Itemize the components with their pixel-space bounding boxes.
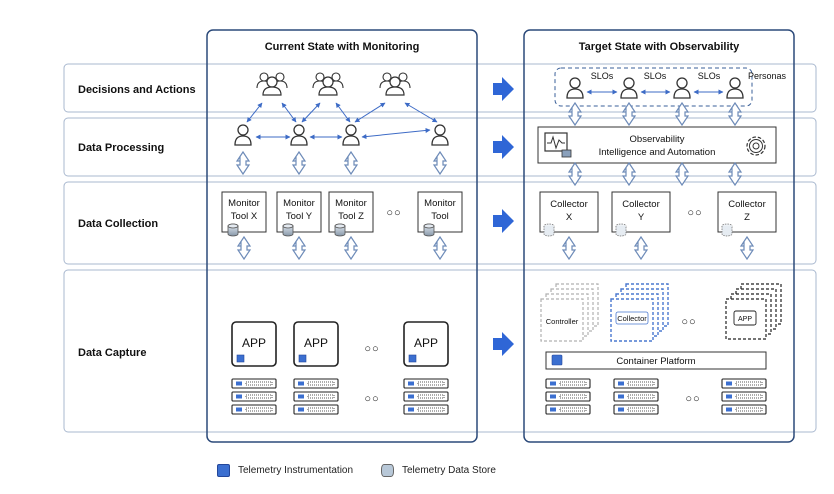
current-app-1: APP	[231, 321, 277, 367]
app-badge	[733, 310, 757, 326]
current-app-3: APP	[403, 321, 449, 367]
svg-text:Monitor: Monitor	[283, 198, 315, 209]
target-app-label: APP	[738, 316, 752, 323]
controller-stack	[540, 283, 599, 342]
personas-label: Personas	[748, 71, 787, 81]
data-store-icon	[334, 223, 346, 237]
current-state-frame	[206, 29, 478, 443]
row-label-decisions: Decisions and Actions	[78, 84, 196, 96]
transition-arrow-icon	[493, 135, 514, 159]
svg-text:Tool Z: Tool Z	[338, 211, 364, 222]
data-store-icon	[543, 223, 555, 237]
instrumentation-icon	[236, 354, 245, 363]
slo-label-1: SLOs	[591, 71, 614, 81]
collector-badge	[615, 311, 649, 325]
collector-x: Collector X	[539, 191, 599, 237]
svg-text:APP: APP	[414, 336, 438, 350]
container-platform: Container Platform	[545, 351, 767, 370]
svg-text:Monitor: Monitor	[424, 198, 456, 209]
svg-text:APP: APP	[242, 336, 266, 350]
instrumentation-icon	[551, 354, 563, 366]
data-store-icon	[721, 223, 733, 237]
current-app-ellipsis: ○○	[364, 343, 379, 355]
svg-text:Intelligence and Automation: Intelligence and Automation	[599, 147, 716, 158]
svg-text:X: X	[566, 212, 573, 223]
monitor-tool-z: Monitor Tool Z	[328, 191, 374, 237]
monitor-tool: Monitor Tool	[417, 191, 463, 237]
target-state-frame	[523, 29, 795, 443]
row-label-processing: Data Processing	[78, 142, 164, 154]
svg-text:Z: Z	[744, 212, 750, 223]
svg-text:Collector: Collector	[622, 199, 660, 210]
row-label-collection: Data Collection	[78, 218, 158, 230]
gear-icon	[746, 136, 766, 156]
server-rack-icon	[614, 379, 658, 414]
svg-text:Tool X: Tool X	[231, 211, 258, 222]
svg-text:APP: APP	[304, 336, 328, 350]
svg-text:Monitor: Monitor	[228, 198, 260, 209]
server-rack-icon	[722, 379, 766, 414]
observability-intelligence-box: Observability Intelligence and Automatio…	[537, 126, 777, 164]
svg-text:Observability: Observability	[630, 134, 685, 145]
transition-arrow-icon	[493, 209, 514, 233]
personas-boundary	[554, 67, 753, 107]
legend-instrumentation: Telemetry Instrumentation	[217, 462, 353, 478]
data-store-swatch-icon	[381, 463, 394, 477]
svg-text:Tool Y: Tool Y	[286, 211, 313, 222]
target-capture-ellipsis: ○○	[681, 316, 696, 328]
instrumentation-icon	[408, 354, 417, 363]
instrumentation-swatch-icon	[217, 463, 230, 477]
svg-text:Container Platform: Container Platform	[616, 356, 695, 367]
server-rack-icon	[294, 379, 338, 414]
slo-label-3: SLOs	[698, 71, 721, 81]
current-decision-groups	[256, 72, 411, 96]
monitor-screen-icon	[544, 132, 572, 158]
current-connectors	[246, 102, 438, 140]
instrumentation-icon	[298, 354, 307, 363]
legend-store-label: Telemetry Data Store	[402, 464, 496, 476]
svg-text:Monitor: Monitor	[335, 198, 367, 209]
data-store-icon	[227, 223, 239, 237]
transition-arrow-icon	[493, 77, 514, 101]
data-store-icon	[423, 223, 435, 237]
monitor-tool-y: Monitor Tool Y	[276, 191, 322, 237]
transition-arrows	[493, 77, 514, 356]
svg-text:Tool: Tool	[431, 211, 448, 222]
svg-text:Y: Y	[638, 212, 645, 223]
legend-instrumentation-label: Telemetry Instrumentation	[238, 464, 354, 476]
server-rack-icon	[232, 379, 276, 414]
target-state-title: Target State with Observability	[579, 41, 740, 53]
data-store-icon	[615, 223, 627, 237]
svg-text:Collector: Collector	[728, 199, 766, 210]
data-store-icon	[282, 223, 294, 237]
controller-label: Controller	[546, 317, 579, 326]
target-server-ellipsis: ○○	[685, 393, 700, 405]
current-collection-ellipsis: ○○	[386, 207, 401, 219]
monitor-tool-x: Monitor Tool X	[221, 191, 267, 237]
transition-arrow-icon	[493, 332, 514, 356]
collector-y: Collector Y	[611, 191, 671, 237]
legend-store: Telemetry Data Store	[381, 462, 496, 478]
current-state-title: Current State with Monitoring	[265, 41, 420, 53]
row-band-decisions	[63, 63, 817, 113]
svg-text:Collector: Collector	[550, 199, 588, 210]
collector-stack-label: Collector	[617, 314, 647, 323]
current-app-2: APP	[293, 321, 339, 367]
collector-z: Collector Z	[717, 191, 777, 237]
current-server-ellipsis: ○○	[364, 393, 379, 405]
server-rack-icon	[404, 379, 448, 414]
target-servers	[546, 379, 766, 414]
server-rack-icon	[546, 379, 590, 414]
row-label-capture: Data Capture	[78, 347, 146, 359]
slo-label-2: SLOs	[644, 71, 667, 81]
target-collection-ellipsis: ○○	[687, 207, 702, 219]
